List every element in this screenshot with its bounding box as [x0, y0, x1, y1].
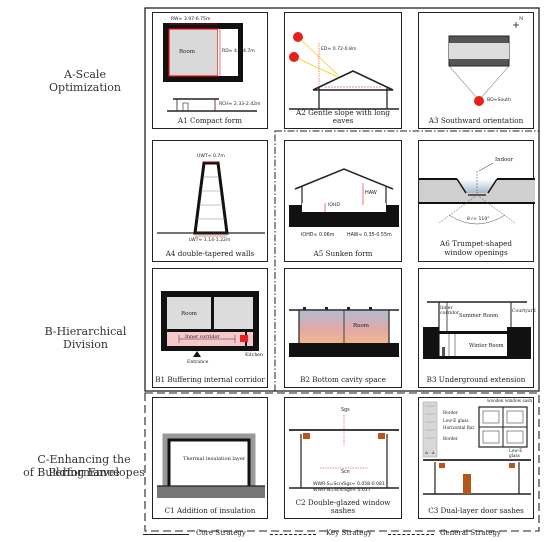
- b2-drawing: [289, 307, 399, 357]
- a1-rd-label: RD≈ 4.5-4.7m: [222, 49, 255, 54]
- a3-caption: A3 Southward orientation: [428, 116, 524, 125]
- b3-caption: B3 Underground extension: [426, 375, 526, 384]
- a6-indoor-label: Indoor: [495, 157, 514, 163]
- sun-south-icon: [474, 96, 484, 106]
- b1-kitchen-label: Kitchen: [245, 353, 263, 358]
- panel-a2: ED≈ 0.72-0.8m A2 Gentle slope with long …: [284, 12, 402, 129]
- a4-lwt-label: LWT≈ 1.14-1.22m: [189, 238, 231, 243]
- legend-core-label: Core Strategy: [196, 529, 246, 537]
- a5-iohd-tag: IOHD: [328, 203, 340, 208]
- panel-a1: Room RW≈ 3.97-6.75m RD≈ 4.5-4.7m RCH≈ 2.…: [152, 12, 268, 129]
- a1-room-label: Room: [179, 49, 195, 55]
- b1-entrance-label: Entrance: [187, 360, 209, 365]
- c3-aa-label: A - A: [425, 450, 435, 455]
- a1-rch-label: RCH≈ 2.33-2.42m: [219, 102, 261, 107]
- b2-caption: B2 Bottom cavity space: [300, 375, 386, 384]
- panel-c1: Thermal insulation layer C1 Addition of …: [152, 397, 268, 519]
- panel-a3: N BO≈South A3 Southward orientation: [418, 12, 534, 129]
- b3-winter-label: Winter Room: [469, 343, 504, 349]
- c2-wwr-n-label: WWR-N=Scn/Sgs≈ 0.017: [313, 488, 371, 493]
- a3-north-label: N: [519, 16, 524, 22]
- b3-summer-label: Summer Room: [459, 313, 499, 319]
- a5-iohd-value: IOHD≈ 0.06m: [301, 233, 335, 238]
- section-label-a: A-Scale Optimization: [49, 68, 121, 94]
- c3-lowe1-label: Low-E glass: [443, 418, 469, 423]
- b1-caption: B1 Buffering internal corridor: [155, 375, 265, 384]
- sun-high-icon: [293, 32, 303, 42]
- c3-sash-label: wooden window sash: [487, 398, 533, 403]
- legend-general-label: General Strategy: [440, 529, 501, 537]
- panel-a5: HAW IOHD IOHD≈ 0.06m HAW≈ 0.35-0.55m A5 …: [284, 140, 402, 262]
- a5-haw-tag: HAW: [365, 190, 377, 196]
- key-strategy-outline: [274, 130, 540, 392]
- panel-b3: Inner corridor Summer Room Courtyard Win…: [418, 268, 536, 388]
- panel-a6: Indoor θ r≈ 110° A6 Trumpet-shaped windo…: [418, 140, 535, 262]
- c1-drawing: [157, 433, 265, 498]
- c2-scn-label: Scn: [341, 470, 350, 475]
- general-strategy-outline: [144, 392, 540, 532]
- legend-core-line: [143, 534, 189, 535]
- a4-caption: A4 double-tapered walls: [165, 249, 255, 258]
- c3-caption: C3 Dual-layer door sashes: [428, 506, 524, 515]
- c2-sgs-label: Sgs: [341, 408, 350, 413]
- b3-inner-label: Inner: [440, 306, 453, 311]
- panel-b1: Room Inner corridor Kitchen Entrance B1 …: [152, 268, 268, 388]
- a4-drawing: [157, 161, 265, 237]
- a6-caption-line1: A6 Trumpet-shaped: [440, 239, 512, 248]
- a3-bo-label: BO≈South: [487, 98, 511, 103]
- b3-corridor-label: corridor: [440, 311, 460, 316]
- section-label-b: B-Hierarchical Division: [44, 325, 127, 351]
- panel-c2: Sgs Scn WWR-S=Scn/Sgs≈ 0.058-0.081 WWR-N…: [284, 397, 402, 519]
- a2-caption: A2 Gentle slope with long eaves: [296, 108, 390, 125]
- section-label-c-line1: C-Enhancing the Performance: [37, 453, 131, 479]
- c2-caption: C2 Double-glazed window sashes: [295, 498, 391, 515]
- a6-caption-line2: window openings: [444, 248, 508, 257]
- a6-drawing: [419, 162, 535, 225]
- legend-key-label: Key Strategy: [326, 529, 372, 537]
- c3-drawing: [422, 401, 531, 495]
- a5-caption: A5 Sunken form: [313, 249, 373, 258]
- a2-drawing: [289, 32, 399, 110]
- a5-drawing: [289, 168, 399, 227]
- c2-wwr-s-label: WWR-S=Scn/Sgs≈ 0.058-0.081: [313, 482, 385, 487]
- panel-c3: wooden window sash Border Low-E glass Ho…: [418, 397, 534, 519]
- a1-caption: A1 Compact form: [177, 116, 242, 125]
- a1-rw-label: RW≈ 3.97-6.75m: [171, 17, 211, 22]
- b3-drawing: [423, 301, 531, 359]
- b3-courtyard-label: Courtyard: [512, 309, 536, 314]
- entrance-arrow-icon: [193, 351, 201, 357]
- a3-drawing: [448, 22, 519, 106]
- a6-angle-label: θ r≈ 110°: [467, 217, 490, 222]
- b2-room-label: Room: [353, 323, 369, 329]
- panel-a4: UWT≈ 0.7m LWT≈ 1.14-1.22m A4 double-tape…: [152, 140, 268, 262]
- section-label-c-line2: of Building Envelopes: [23, 466, 145, 479]
- a1-drawing: [163, 23, 257, 112]
- c2-drawing: [289, 415, 399, 489]
- a4-uwt-label: UWT≈ 0.7m: [197, 154, 225, 159]
- b1-corridor-label: Inner corridor: [185, 335, 220, 340]
- c3-hbar-label: Horizontal Bar: [443, 425, 475, 430]
- legend-key-line: [270, 534, 316, 535]
- c3-lowe2-label: Low-E glass: [509, 448, 523, 458]
- b1-room-label: Room: [181, 311, 197, 317]
- b1-drawing: [161, 291, 259, 357]
- c1-layer-label: Thermal insulation layer: [183, 456, 246, 462]
- a2-ed-label: ED≈ 0.72-0.8m: [321, 47, 357, 52]
- core-strategy-outline: [144, 7, 540, 392]
- legend-general-line: [388, 534, 434, 535]
- panel-b2: Room B2 Bottom cavity space: [284, 268, 402, 388]
- c1-caption: C1 Addition of insulation: [164, 506, 256, 515]
- a5-haw-value: HAW≈ 0.35-0.55m: [347, 233, 392, 238]
- sun-low-icon: [289, 52, 299, 62]
- c3-border1-label: Border: [443, 410, 458, 415]
- c3-border2-label: Border: [443, 436, 458, 441]
